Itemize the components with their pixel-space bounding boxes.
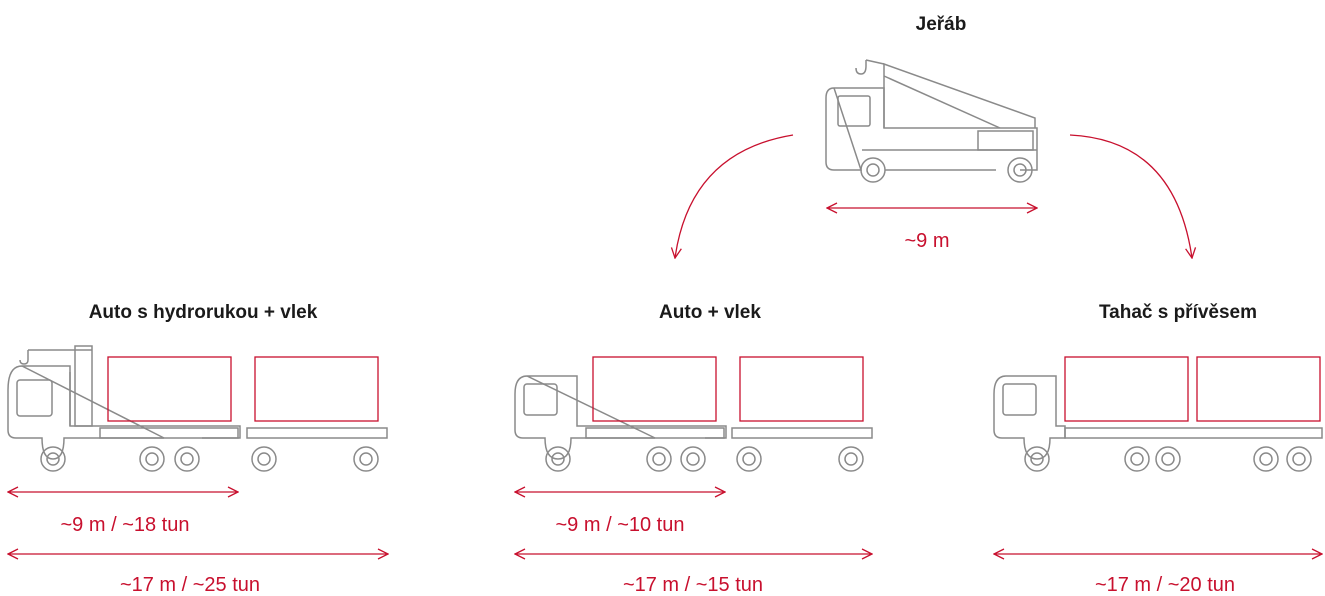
crane-truck-icon — [825, 59, 1038, 183]
trailer-icon — [246, 356, 388, 472]
curved-arrow-left — [675, 134, 794, 258]
vehicle-1-title: Auto s hydrorukou + vlek — [89, 302, 318, 323]
vehicle-2-title: Auto + vlek — [659, 302, 761, 323]
semitrailer-icon — [1064, 356, 1323, 472]
vehicle-1-total-label: ~17 m / ~25 tun — [120, 574, 260, 596]
vehicle-2-truck-label: ~9 m / ~10 tun — [556, 514, 685, 536]
vehicle-hydroarm-trailer: Auto s hydrorukou + vlek ~9 m / ~18 tun … — [8, 302, 388, 596]
crane-title: Jeřáb — [916, 14, 967, 35]
crane-group: Jeřáb ~9 m — [675, 14, 1192, 258]
vehicle-truck-trailer: Auto + vlek ~9 m / ~10 tun ~17 m / ~15 t… — [515, 302, 872, 596]
crane-length-label: ~9 m — [904, 230, 949, 252]
vehicle-2-total-label: ~17 m / ~15 tun — [623, 574, 763, 596]
tractor-icon — [993, 375, 1181, 472]
curved-arrow-right — [1069, 134, 1192, 258]
hydroarm-truck-icon — [7, 345, 241, 472]
truck-icon — [514, 356, 727, 472]
vehicle-tractor-semitrailer: Tahač s přívěsem ~17 m / ~20 tun — [994, 302, 1322, 596]
vehicle-3-title: Tahač s přívěsem — [1099, 302, 1257, 323]
vehicle-1-truck-label: ~9 m / ~18 tun — [61, 514, 190, 536]
trailer-icon — [731, 356, 873, 472]
vehicle-3-total-label: ~17 m / ~20 tun — [1095, 574, 1235, 596]
